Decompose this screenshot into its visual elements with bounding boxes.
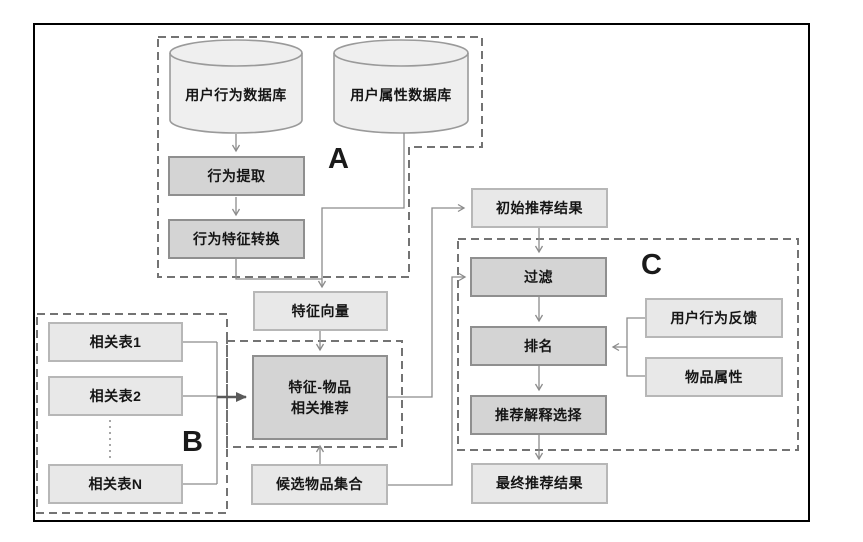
edge-candidate-to-filter — [388, 272, 467, 486]
related-table-2-box: 相关表2 — [48, 376, 183, 416]
user-behavior-db: 用户行为数据库 — [185, 87, 287, 103]
user-attr-db-cylinder — [333, 39, 469, 134]
edge-transform-to-merge — [235, 258, 322, 280]
related-table-1-box: 相关表1 — [48, 322, 183, 362]
behavior-feedback-box: 用户行为反馈 — [645, 298, 783, 338]
edge-featureitem-to-initialresult — [388, 203, 466, 398]
feature-item-outline — [226, 340, 403, 448]
diagram-frame — [33, 23, 810, 522]
rank-box: 排名 — [470, 326, 607, 366]
edge-feedback-attr-merge — [626, 317, 645, 377]
edge-attrdb-to-featurevector — [317, 133, 405, 289]
related-table-n-box: 相关表N — [48, 464, 183, 504]
candidate-items-box: 候选物品集合 — [251, 464, 388, 505]
section-b-label: B — [182, 426, 203, 458]
section-c-outline — [457, 238, 799, 451]
behavior-extract-box: 行为提取 — [168, 156, 305, 196]
final-result-box: 最终推荐结果 — [471, 463, 608, 504]
feature-item-rec-line1: 特征-物品 — [288, 379, 352, 396]
feature-item-rec-line2: 相关推荐 — [290, 399, 349, 416]
section-a-outline — [157, 36, 483, 278]
explain-select-box: 推荐解释选择 — [470, 395, 607, 435]
feature-vector-box: 特征向量 — [253, 291, 388, 331]
initial-result-box: 初始推荐结果 — [471, 188, 608, 228]
filter-box: 过滤 — [470, 257, 607, 297]
edge-relatedtables-merge — [183, 341, 218, 485]
item-attr-box: 物品属性 — [645, 357, 783, 397]
feature-item-rec-box: 特征-物品 相关推荐 — [252, 355, 388, 440]
section-c-label: C — [641, 249, 662, 281]
section-a-label: A — [328, 143, 349, 175]
user-attr-db: 用户属性数据库 — [350, 87, 452, 103]
behavior-feature-transform-box: 行为特征转换 — [168, 219, 305, 259]
user-behavior-db-cylinder — [169, 39, 303, 134]
